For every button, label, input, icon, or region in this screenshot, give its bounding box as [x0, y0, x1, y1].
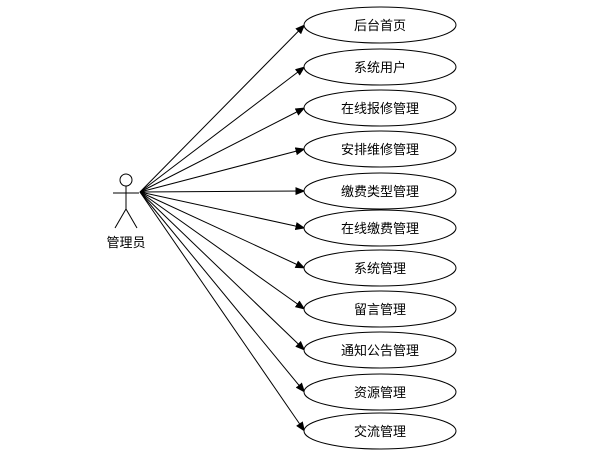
use-case-label: 在线缴费管理 — [341, 222, 419, 237]
association-arrow — [139, 191, 306, 351]
use-case-label: 系统管理 — [354, 262, 406, 277]
use-case-ellipse — [303, 249, 457, 287]
use-case: 在线缴费管理 — [303, 209, 457, 247]
use-case: 资源管理 — [303, 373, 457, 411]
use-case-label: 留言管理 — [354, 303, 406, 318]
use-case-label: 缴费类型管理 — [341, 185, 419, 200]
association-arrow — [139, 191, 306, 432]
association-arrow — [139, 147, 306, 193]
use-case-ellipse — [303, 373, 457, 411]
use-case-ellipse — [303, 290, 457, 328]
actor-right-leg — [125, 208, 138, 229]
association-arrow — [139, 191, 306, 230]
association-arrow — [139, 187, 306, 196]
use-case-label: 交流管理 — [354, 424, 406, 440]
association-arrow — [139, 24, 306, 193]
actor-head — [119, 173, 133, 187]
association-arrow — [139, 191, 306, 269]
use-case-label: 后台首页 — [354, 19, 406, 34]
use-case-ellipse — [303, 209, 457, 247]
actor-figure — [113, 173, 139, 229]
association-arrow — [139, 191, 306, 393]
use-case-ellipse — [303, 48, 457, 86]
use-case-ellipse — [303, 6, 457, 44]
use-case: 交流管理 — [303, 412, 457, 450]
use-case-ellipse — [303, 172, 457, 210]
use-case-label: 资源管理 — [354, 386, 406, 401]
use-case-ellipse — [303, 130, 457, 168]
use-case: 系统用户 — [303, 48, 457, 86]
use-case-ellipse — [303, 89, 457, 127]
use-case: 留言管理 — [303, 290, 457, 328]
use-case-list: 后台首页系统用户在线报修管理安排维修管理缴费类型管理在线缴费管理系统管理留言管理… — [303, 6, 457, 450]
use-case: 后台首页 — [303, 6, 457, 44]
use-case-label: 在线报修管理 — [341, 102, 419, 117]
use-case-ellipse — [303, 412, 457, 450]
actor-label: 管理员 — [106, 236, 146, 251]
use-case-ellipse — [303, 331, 457, 369]
association-arrow — [139, 191, 306, 310]
use-case-label: 通知公告管理 — [341, 343, 419, 359]
use-case: 安排维修管理 — [303, 130, 457, 168]
use-case: 缴费类型管理 — [303, 172, 457, 210]
use-case-label: 安排维修管理 — [341, 143, 419, 158]
actor-left-leg — [114, 208, 127, 229]
association-arrow — [139, 107, 306, 193]
association-lines — [139, 24, 306, 432]
use-case: 通知公告管理 — [303, 331, 457, 369]
use-case: 系统管理 — [303, 249, 457, 287]
association-arrow — [139, 66, 306, 193]
use-case-label: 系统用户 — [354, 60, 406, 76]
use-case: 在线报修管理 — [303, 89, 457, 127]
